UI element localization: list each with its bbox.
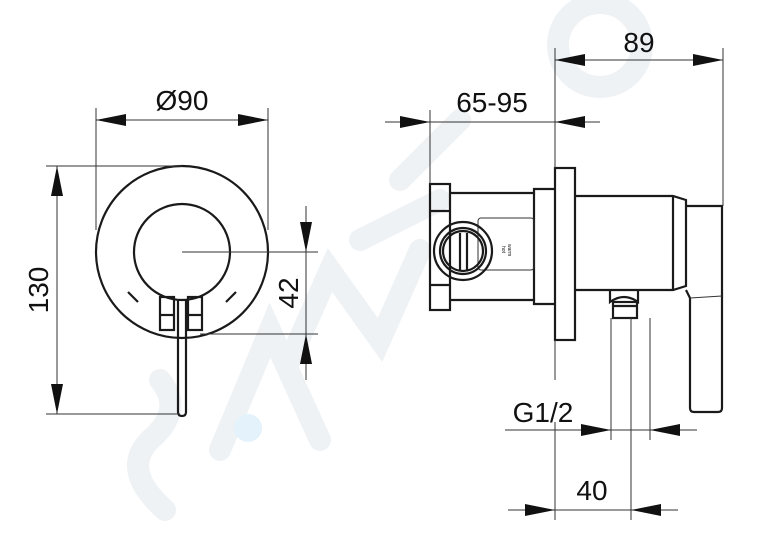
watermark [127, 0, 653, 521]
side-view: warm hot 89 65-95 G1/2 [385, 27, 724, 520]
front-view: Ø90 130 42 [23, 85, 318, 418]
inlet-port [432, 220, 494, 282]
marking-warm: warm [506, 244, 512, 256]
outlet-thread-label: G1/2 [513, 397, 574, 428]
marking-hot: hot [500, 246, 506, 254]
depth-label: 89 [623, 27, 654, 58]
center-offset-label: 42 [273, 277, 304, 308]
height-label: 130 [23, 267, 54, 314]
diameter-label: Ø90 [156, 85, 209, 116]
outlet-offset-label: 40 [576, 475, 607, 506]
wall-depth-label: 65-95 [456, 87, 528, 118]
